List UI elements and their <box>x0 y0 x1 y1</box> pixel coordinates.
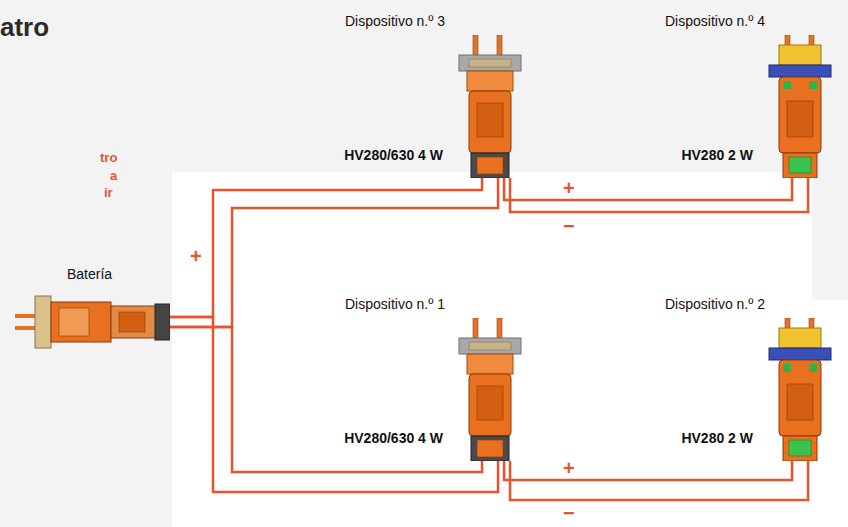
wire <box>170 178 498 327</box>
polarity-sign: + <box>563 178 575 198</box>
connector-4w-drawing <box>455 318 525 461</box>
connector-4w-drawing <box>455 35 525 178</box>
connector-2w-drawing <box>765 318 835 461</box>
polarity-sign: − <box>563 216 575 236</box>
device-name: Dispositivo n.º 3 <box>345 13 445 30</box>
wire <box>170 178 482 317</box>
wire-pair <box>504 461 808 500</box>
device-name: Dispositivo n.º 1 <box>345 296 445 313</box>
connector-4w: Dispositivo n.º 1HV280/630 4 W <box>455 318 525 461</box>
note-text: ir <box>104 185 113 200</box>
wire <box>170 327 482 472</box>
battery-connector-drawing <box>15 292 170 352</box>
device-rating: HV280 2 W <box>681 147 753 164</box>
title: atro <box>0 12 49 43</box>
device-name: Dispositivo n.º 2 <box>665 296 765 313</box>
battery-connector: Batería <box>15 292 170 352</box>
device-rating: HV280 2 W <box>681 430 753 447</box>
wire <box>170 317 498 492</box>
wire <box>504 461 792 480</box>
connector-4w: Dispositivo n.º 3HV280/630 4 W <box>455 35 525 178</box>
connector-2w: Dispositivo n.º 2HV280 2 W <box>765 318 835 461</box>
device-name: Batería <box>67 266 112 283</box>
wire-pair <box>170 178 498 327</box>
note-text: tro <box>100 150 117 165</box>
polarity-sign: + <box>190 246 202 266</box>
device-rating: HV280/630 4 W <box>344 147 443 164</box>
wire <box>510 178 808 212</box>
polarity-sign: − <box>563 503 575 523</box>
connector-2w-drawing <box>765 35 835 178</box>
wire <box>510 461 808 500</box>
wire-pair <box>170 317 498 492</box>
note-text: a <box>110 168 117 183</box>
device-name: Dispositivo n.º 4 <box>665 13 765 30</box>
wire <box>504 178 792 200</box>
wire-pair <box>504 178 808 212</box>
device-rating: HV280/630 4 W <box>344 430 443 447</box>
polarity-sign: + <box>563 458 575 478</box>
connector-2w: Dispositivo n.º 4HV280 2 W <box>765 35 835 178</box>
